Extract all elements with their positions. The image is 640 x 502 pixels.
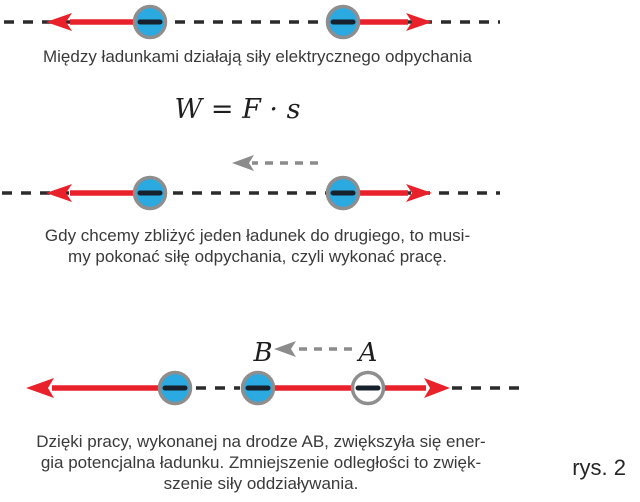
figure-label: rys. 2: [572, 455, 626, 480]
caption-energy-line2: gia potencjalna ładunku. Zmniejszenie od…: [40, 453, 482, 472]
label-A: A: [357, 338, 378, 368]
force-arrow-right-head-icon: [406, 13, 432, 31]
force-arrow-right-head-icon: [424, 378, 450, 398]
ab-displacement-diagram: B A: [26, 338, 528, 406]
force-arrow-left-head-icon: [26, 378, 54, 398]
caption-energy-line1: Dzięki pracy, wykonanej na drodze AB, zw…: [36, 432, 486, 451]
caption-energy: Dzięki pracy, wykonanej na drodze AB, zw…: [0, 431, 522, 494]
work-formula: W = F · s: [174, 94, 301, 125]
caption-energy-line3: szenie siły oddziaływania.: [163, 474, 359, 493]
force-arrow-left-head-icon: [46, 13, 72, 31]
caption-work-line2: my pokonać siłę odpychania, czyli wykona…: [68, 247, 447, 266]
caption-repulsion: Między ładunkami działają siły elektrycz…: [42, 47, 472, 66]
caption-work-line1: Gdy chcemy zbliżyć jeden ładunek do drug…: [44, 226, 471, 245]
displacement-arrow-head-icon: [232, 155, 254, 171]
repulsion-diagram: [4, 4, 500, 40]
displacement-arrow-ab-head-icon: [274, 341, 296, 357]
label-B: B: [252, 338, 272, 368]
caption-work: Gdy chcemy zbliżyć jeden ładunek do drug…: [0, 225, 515, 267]
force-arrow-right-head-icon: [406, 184, 432, 202]
work-diagram: [2, 155, 500, 211]
force-arrow-left-head-icon: [46, 184, 72, 202]
bottom-caption-block: Dzięki pracy, wykonanej na drodze AB, zw…: [0, 431, 640, 494]
